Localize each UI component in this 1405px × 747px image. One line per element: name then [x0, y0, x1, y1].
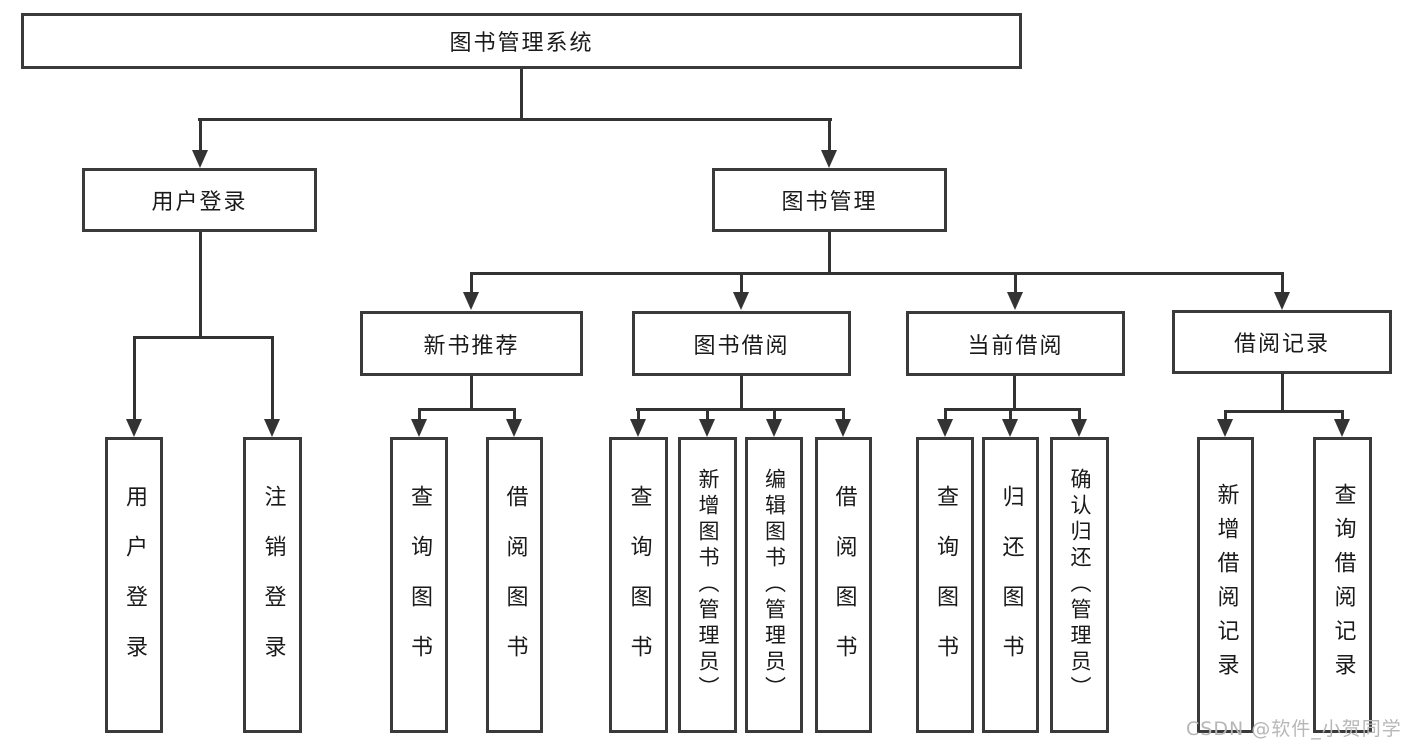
- connector-drop: [706, 408, 709, 421]
- node-book-management: 图书管理: [712, 168, 947, 232]
- arrow-down-icon: [699, 419, 715, 437]
- connector-stem: [199, 232, 202, 338]
- leaf-add-borrow-record: 新增借阅记录: [1197, 437, 1254, 733]
- connector-drop: [1224, 410, 1227, 421]
- connector-stem: [1281, 373, 1284, 412]
- connector-drop: [470, 272, 473, 294]
- connector-stem: [828, 232, 831, 274]
- arrow-down-icon: [1334, 419, 1350, 437]
- node-borrowing-records: 借阅记录: [1172, 310, 1392, 374]
- node-label: 图书管理系统: [449, 31, 594, 56]
- node-current-borrowing: 当前借阅: [906, 311, 1125, 376]
- arrow-down-icon: [733, 292, 749, 310]
- leaf-label: 新增借阅记录: [1213, 483, 1239, 687]
- connector-group-bar: [133, 336, 274, 339]
- arrow-down-icon: [264, 419, 280, 437]
- leaf-label: 编辑图书（管理员）: [762, 468, 787, 702]
- leaf-label: 查询借阅记录: [1330, 483, 1356, 687]
- arrow-down-icon: [821, 150, 837, 168]
- arrow-down-icon: [1007, 292, 1023, 310]
- connector-drop: [1078, 408, 1081, 421]
- arrow-down-icon: [411, 419, 427, 437]
- connector-drop: [133, 336, 136, 421]
- leaf-query-borrow-record: 查询借阅记录: [1313, 437, 1372, 733]
- leaf-user-login: 用户登录: [105, 437, 163, 733]
- arrow-down-icon: [937, 419, 953, 437]
- leaf-label: 借阅图书: [502, 485, 528, 685]
- leaf-query-books-borrowing: 查询图书: [609, 437, 668, 733]
- connector-drop: [773, 408, 776, 421]
- connector-stem: [1013, 376, 1016, 410]
- arrow-down-icon: [835, 419, 851, 437]
- arrow-down-icon: [506, 419, 522, 437]
- leaf-borrow-books-recommend: 借阅图书: [486, 437, 543, 733]
- connector-group-bar: [1224, 410, 1343, 413]
- connector-group-bar: [944, 408, 1081, 411]
- connector-level2-bar: [470, 272, 1284, 275]
- connector-drop: [740, 272, 743, 294]
- arrow-down-icon: [766, 419, 782, 437]
- csdn-watermark: CSDN @软件_小贺同学: [1186, 718, 1402, 740]
- leaf-add-books-admin: 新增图书（管理员）: [678, 437, 737, 733]
- connector-level1-bar: [198, 118, 832, 121]
- node-new-book-recommend: 新书推荐: [360, 311, 583, 376]
- leaf-label: 查询图书: [407, 485, 432, 685]
- leaf-label: 借阅图书: [831, 485, 857, 685]
- connector-group-bar: [636, 408, 845, 411]
- connector-drop: [828, 118, 831, 152]
- leaf-confirm-return-admin: 确认归还（管理员）: [1050, 437, 1109, 733]
- arrow-down-icon: [463, 292, 479, 310]
- node-label: 用户登录: [151, 190, 248, 215]
- leaf-label: 注销登录: [260, 485, 286, 685]
- connector-drop: [199, 118, 202, 152]
- connector-drop: [944, 408, 947, 421]
- connector-root-stem: [520, 69, 523, 120]
- connector-drop: [1014, 272, 1017, 294]
- node-user-login: 用户登录: [82, 168, 317, 232]
- connector-stem: [740, 376, 743, 410]
- leaf-return-books: 归还图书: [982, 437, 1039, 733]
- node-label: 图书管理: [781, 190, 878, 215]
- leaf-label: 新增图书（管理员）: [696, 468, 720, 702]
- node-label: 借阅记录: [1233, 332, 1330, 357]
- arrow-down-icon: [192, 150, 208, 168]
- node-label: 新书推荐: [423, 333, 520, 359]
- leaf-query-books-recommend: 查询图书: [390, 437, 448, 733]
- connector-drop: [637, 408, 640, 421]
- connector-drop: [418, 408, 421, 421]
- arrow-down-icon: [1274, 292, 1290, 310]
- connector-drop: [513, 408, 516, 421]
- leaf-edit-books-admin: 编辑图书（管理员）: [745, 437, 803, 733]
- connector-drop: [1341, 410, 1344, 421]
- connector-drop: [271, 336, 274, 421]
- connector-drop: [842, 408, 845, 421]
- leaf-label: 确认归还（管理员）: [1068, 468, 1092, 702]
- node-library-management-system: 图书管理系统: [21, 13, 1022, 69]
- leaf-borrow-books: 借阅图书: [815, 437, 872, 733]
- leaf-label: 查询图书: [933, 485, 958, 685]
- arrow-down-icon: [630, 419, 646, 437]
- arrow-down-icon: [1002, 419, 1018, 437]
- arrow-down-icon: [1071, 419, 1087, 437]
- node-label: 当前借阅: [967, 333, 1064, 359]
- leaf-label: 归还图书: [998, 485, 1024, 685]
- connector-drop: [1009, 408, 1012, 421]
- leaf-logout: 注销登录: [243, 437, 302, 733]
- leaf-query-books-current: 查询图书: [916, 437, 974, 733]
- connector-group-bar: [418, 408, 516, 411]
- connector-drop: [1281, 272, 1284, 294]
- leaf-label: 用户登录: [122, 485, 147, 685]
- leaf-label: 查询图书: [626, 485, 652, 685]
- node-book-borrowing: 图书借阅: [632, 311, 851, 376]
- arrow-down-icon: [126, 419, 142, 437]
- connector-stem: [470, 376, 473, 410]
- arrow-down-icon: [1217, 419, 1233, 437]
- node-label: 图书借阅: [693, 333, 790, 359]
